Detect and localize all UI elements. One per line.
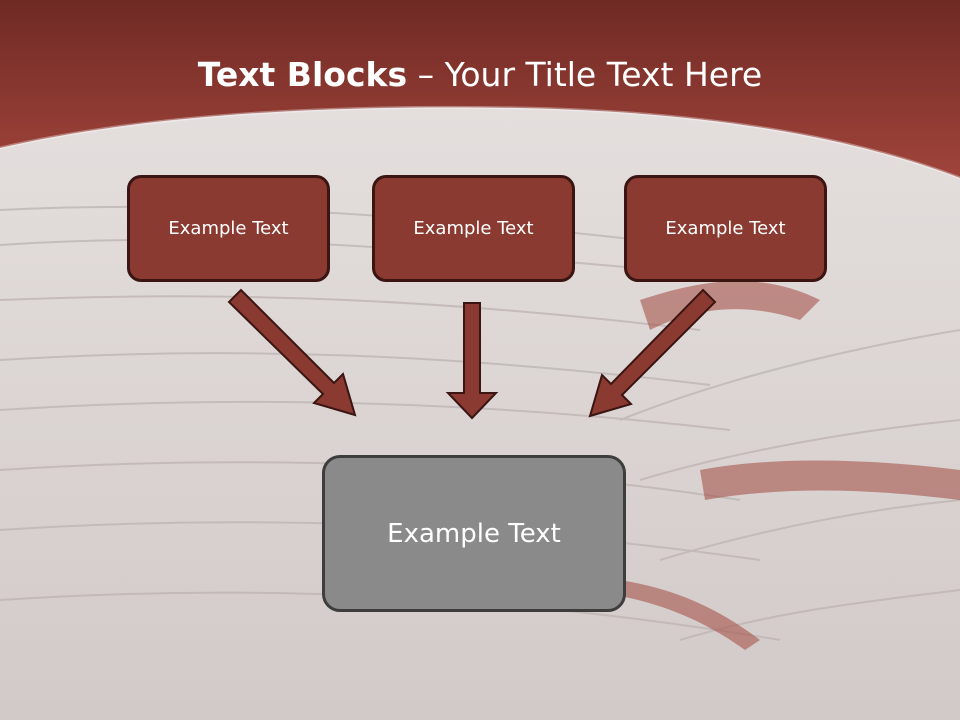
title-regular-part: Your Title Text Here — [444, 55, 763, 94]
arrow-down-icon — [445, 302, 499, 420]
slide-title: Text Blocks – Your Title Text Here — [0, 52, 960, 98]
title-separator: – — [407, 55, 445, 94]
main-text-block[interactable]: Example Text — [322, 455, 626, 612]
arrow-left-diagonal-icon — [227, 288, 357, 417]
arrow-right-diagonal-icon — [588, 288, 717, 418]
text-block-1[interactable]: Example Text — [127, 175, 330, 282]
text-block-2[interactable]: Example Text — [372, 175, 575, 282]
text-block-3[interactable]: Example Text — [624, 175, 827, 282]
title-bold-part: Text Blocks — [197, 55, 408, 94]
